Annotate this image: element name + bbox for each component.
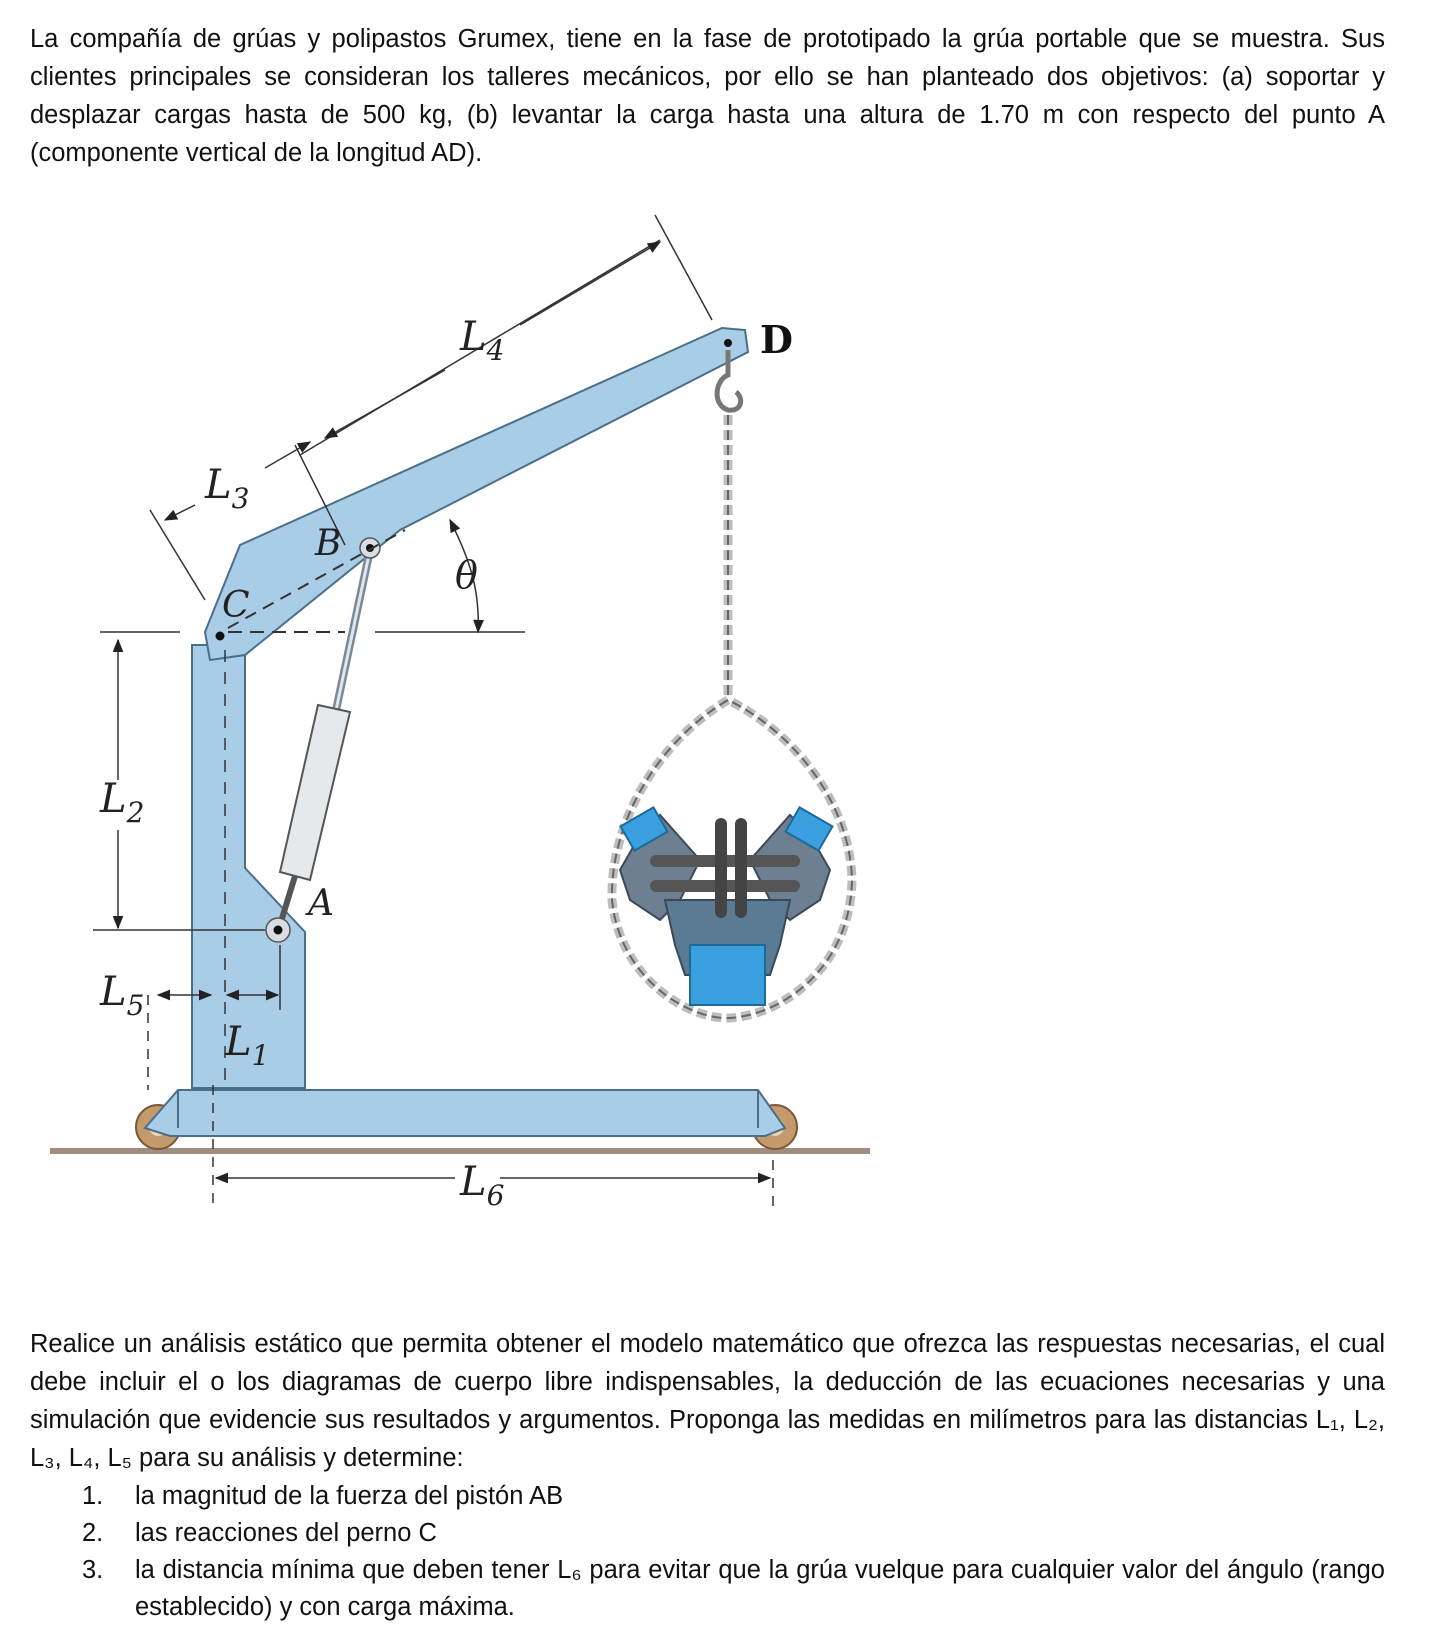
label-theta: θ: [455, 553, 478, 597]
label-l5: L5: [99, 969, 144, 1022]
piston-cylinder: [278, 703, 352, 882]
question-item: 3.la distancia mínima que deben tener L₆…: [82, 1556, 1385, 1621]
crane-figure: D B C A θ L4 L3 L2 L5 L1 L6: [50, 214, 870, 1212]
label-c: C: [222, 585, 250, 626]
hook: [714, 350, 744, 413]
intro-paragraph: La compañía de grúas y polipastos Grumex…: [30, 25, 1385, 167]
label-l3: L3: [204, 462, 249, 515]
ground-line: [50, 1148, 870, 1154]
crane-base: [143, 1089, 787, 1137]
label-l4: L4: [459, 314, 504, 367]
task-paragraph: Realice un análisis estático que permita…: [30, 1330, 1385, 1472]
label-l1: L1: [224, 1019, 269, 1072]
label-l6: L6: [459, 1159, 504, 1212]
label-l2: L2: [99, 776, 144, 829]
pin-c: [215, 631, 225, 641]
question-item: 1.la magnitud de la fuerza del pistón AB: [82, 1482, 564, 1510]
label-b: B: [314, 523, 341, 564]
engine-block: [618, 806, 834, 1006]
pin-d: [724, 339, 732, 347]
label-d: D: [760, 317, 793, 362]
crane-boom: [203, 326, 750, 662]
piston-end: [277, 875, 298, 926]
questions-list: 1.la magnitud de la fuerza del pistón AB…: [30, 1478, 1385, 1626]
question-item: 2.las reacciones del perno C: [82, 1519, 437, 1547]
label-a: A: [305, 883, 334, 924]
